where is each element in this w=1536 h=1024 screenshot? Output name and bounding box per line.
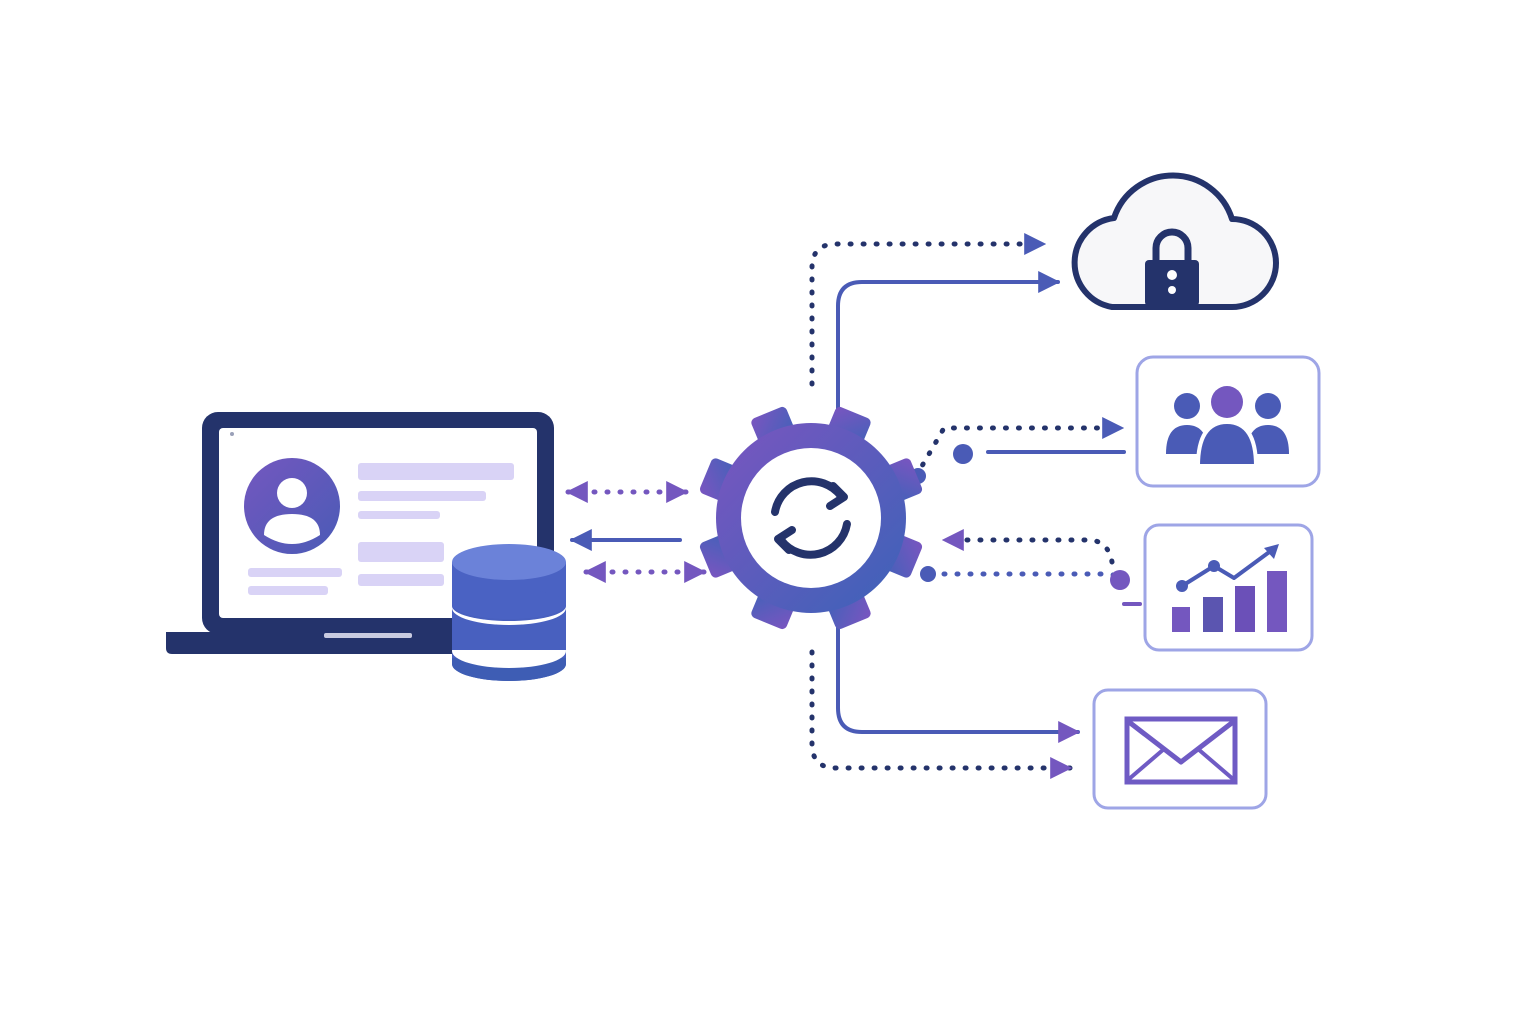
connection-node-dot [953,444,973,464]
team-box [1135,355,1321,488]
profile-text-line [358,491,486,501]
profile-text-line [358,463,514,480]
chart-bar [1235,586,1255,632]
chart-bar [1267,571,1287,632]
chart-bar [1203,597,1223,632]
profile-text-line [358,542,444,562]
analytics-box [1143,523,1314,652]
connection-hub-mail-dotted [809,649,1073,779]
envelope-icon [1124,716,1238,785]
cloud-lock-icon [1071,172,1279,310]
connection-analytics-hub-dotted [941,529,1115,565]
connection-node-dot [1110,570,1130,590]
profile-avatar-icon [244,458,340,554]
profile-text-line [248,586,328,595]
connection-hub-analytics-dotted [941,571,1123,583]
chart-bar [1172,607,1190,632]
connection-hub-mail-solid [836,610,1081,743]
profile-text-line [358,574,444,586]
database-icon [452,544,566,681]
connections [565,233,1142,779]
connection-hub-team-dotted [913,417,1125,479]
connection-node-dot [920,566,936,582]
users-group-icon [1166,386,1289,468]
profile-text-line [248,568,342,577]
trend-arrowhead [1264,544,1279,559]
connection-hub-cloud-solid [836,271,1061,430]
profile-text-line [358,511,440,519]
lock-shackle [1152,228,1192,262]
mail-box [1092,688,1268,810]
lock-body [1145,260,1199,306]
connection-hub-cloud-dotted [809,233,1047,387]
sync-arrows-icon [771,477,851,559]
bar-chart-trend-icon [1172,544,1287,632]
sync-gear-icon [699,406,923,630]
trend-line [1180,548,1274,588]
